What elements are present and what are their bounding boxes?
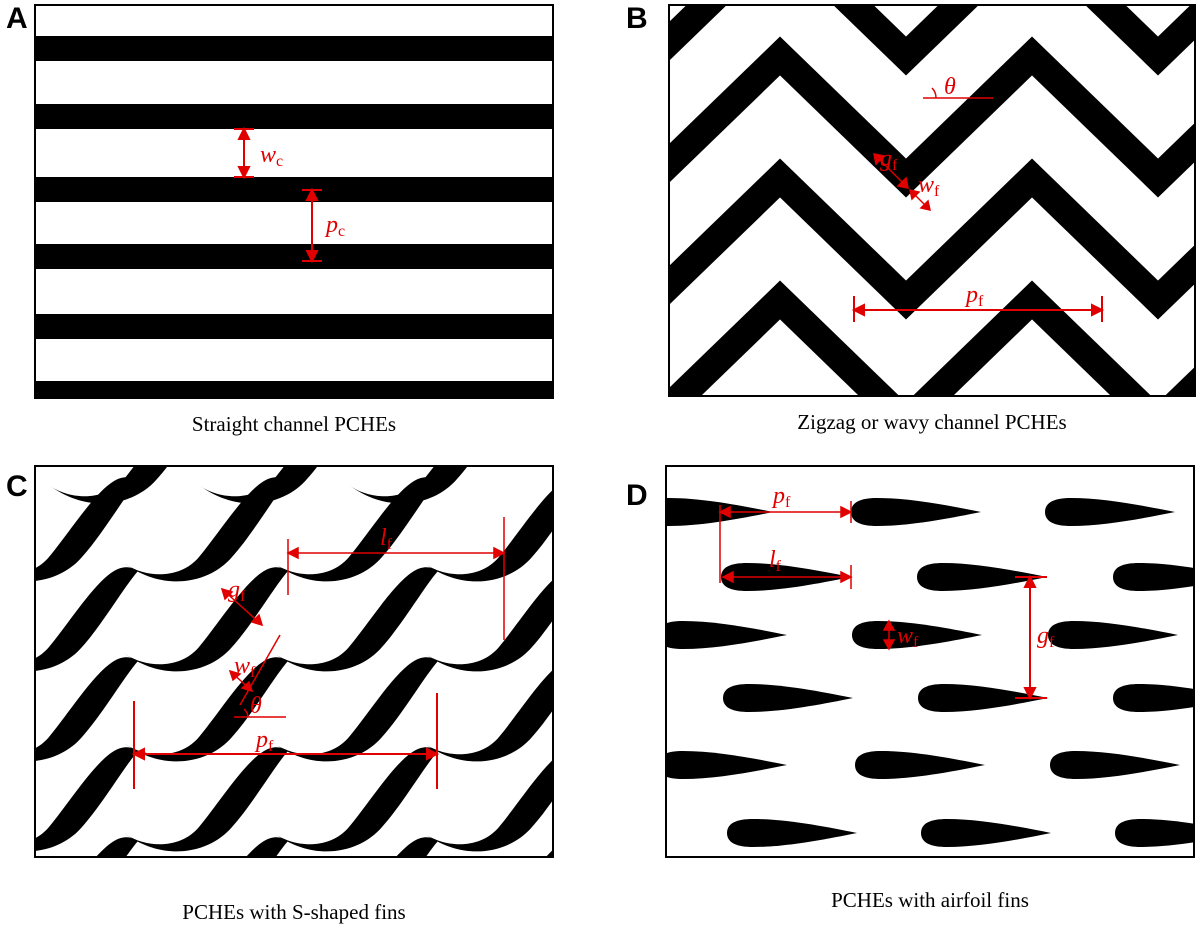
caption-d: PCHEs with airfoil fins	[831, 888, 1029, 912]
panel-a-border	[34, 4, 554, 399]
pf-label: pf	[964, 282, 984, 310]
wf-dimension-arrow-d	[882, 619, 896, 651]
gf-dimension-arrow	[873, 153, 909, 189]
panel-label-d: D	[626, 479, 648, 512]
wc-label: wc	[260, 142, 283, 170]
wf-dimension-arrow	[909, 189, 931, 211]
panel-d-border	[665, 465, 1195, 858]
airfoil-fin-diagram: pf lf wf gf	[665, 465, 1195, 858]
pc-label: pc	[324, 212, 345, 240]
theta-angle-marker	[923, 87, 993, 99]
pf-label-c: pf	[254, 727, 274, 755]
gf-label: gf	[880, 146, 898, 174]
pf-label-d: pf	[771, 483, 791, 511]
gf-label-c: gf	[228, 577, 246, 605]
gf-label-d: gf	[1037, 623, 1055, 651]
panel-c-border	[34, 465, 554, 858]
straight-channel-diagram: wc pc	[34, 4, 554, 399]
lf-dimension-arrow-d	[721, 565, 853, 589]
pf-dimension-arrow-d	[718, 501, 853, 583]
zigzag-channel-walls	[668, 4, 1196, 397]
panel-label-c: C	[6, 470, 28, 503]
gf-dimension-arrow-c	[220, 587, 264, 627]
panel-b-border	[668, 4, 1196, 397]
theta-angle-marker-c	[234, 708, 286, 718]
caption-b: Zigzag or wavy channel PCHEs	[797, 410, 1067, 434]
lf-label-d: lf	[769, 547, 782, 575]
zigzag-channel-diagram: θ gf wf pf	[668, 4, 1196, 397]
pc-dimension-arrow	[302, 187, 322, 264]
panel-label-b: B	[626, 2, 648, 35]
gf-dimension-arrow-d	[1015, 574, 1047, 701]
pf-dimension-arrow-c	[131, 693, 440, 789]
caption-c: PCHEs with S-shaped fins	[182, 900, 406, 924]
wf-label-d: wf	[897, 623, 919, 651]
straight-channel-walls	[34, 36, 554, 399]
airfoil-fin-rows	[665, 498, 1195, 847]
theta-label: θ	[944, 74, 956, 100]
lf-label: lf	[380, 525, 393, 553]
wf-label-c: wf	[234, 653, 256, 681]
pf-dimension-arrow	[851, 296, 1105, 322]
wf-label: wf	[918, 172, 940, 200]
s-fin-rows	[34, 465, 554, 858]
s-shaped-fin-diagram: lf gf wf θ pf	[34, 465, 554, 858]
caption-a: Straight channel PCHEs	[191, 412, 397, 436]
panel-label-a: A	[6, 2, 28, 35]
theta-label-c: θ	[250, 693, 262, 719]
lf-dimension-arrow	[286, 517, 506, 640]
wf-dimension-arrow-c	[228, 634, 281, 706]
wc-dimension-arrow	[234, 126, 254, 180]
